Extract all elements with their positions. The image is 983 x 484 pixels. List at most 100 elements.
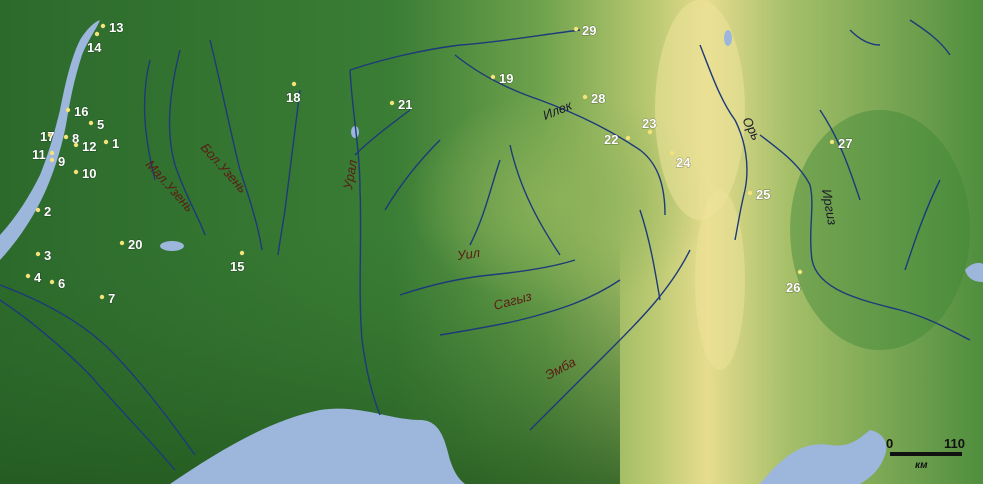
site-marker: 18 <box>286 81 301 106</box>
mal-uzen-river <box>168 49 206 236</box>
site-label: 24 <box>676 155 691 170</box>
site-marker: 13 <box>100 20 124 36</box>
site-marker: 8 <box>63 131 80 147</box>
site-dot <box>94 31 100 37</box>
akhtuba <box>0 299 176 471</box>
tributary-c <box>354 109 411 156</box>
tributary-e <box>469 159 501 246</box>
site-marker: 28 <box>582 91 606 107</box>
ilek-river <box>454 54 666 216</box>
site-label: 9 <box>58 154 65 169</box>
site-marker: 17 <box>40 129 55 145</box>
site-dot <box>103 139 109 145</box>
tributary-g <box>639 209 661 301</box>
site-marker: 1 <box>103 136 120 152</box>
volga-reservoir <box>0 20 100 260</box>
site-label: 7 <box>108 291 115 306</box>
site-dot <box>239 250 245 256</box>
site-label: 12 <box>82 139 96 154</box>
site-marker: 22 <box>604 132 631 148</box>
caspian-sea <box>170 408 465 484</box>
site-label: 28 <box>591 91 605 106</box>
river-label-irgiz: Иргиз <box>819 188 840 226</box>
site-dot <box>49 157 55 163</box>
site-dot <box>35 251 41 257</box>
site-label: 18 <box>286 90 300 105</box>
site-label: 2 <box>44 204 51 219</box>
site-marker: 24 <box>669 150 692 171</box>
site-label: 1 <box>112 136 119 151</box>
site-marker: 25 <box>747 187 771 203</box>
river-network <box>0 19 971 471</box>
site-marker: 3 <box>35 248 52 264</box>
tributary-d <box>384 139 441 211</box>
sagyz-river <box>439 279 621 336</box>
mugodzhar-south <box>695 190 745 370</box>
site-dot <box>582 94 588 100</box>
site-label: 16 <box>74 104 88 119</box>
site-label: 22 <box>604 132 618 147</box>
tributary-b <box>277 89 301 256</box>
ural-river <box>349 69 381 416</box>
site-label: 8 <box>72 131 79 146</box>
site-dot <box>99 294 105 300</box>
site-dot <box>25 273 31 279</box>
scale-end: 110 <box>944 436 965 451</box>
scale-line <box>890 452 962 456</box>
site-label: 27 <box>838 136 852 151</box>
tributary-f <box>509 144 561 256</box>
site-marker: 20 <box>119 237 143 253</box>
site-marker: 26 <box>786 269 803 296</box>
site-label: 3 <box>44 248 51 263</box>
site-label: 15 <box>230 259 244 274</box>
tributary-i <box>909 19 951 56</box>
site-dot <box>47 132 53 138</box>
tributary-h <box>849 29 881 46</box>
site-marker: 9 <box>49 154 66 170</box>
site-dot <box>63 134 69 140</box>
site-label: 5 <box>97 117 104 132</box>
site-dot <box>389 100 395 106</box>
site-marker: 12 <box>73 139 97 155</box>
site-marker: 10 <box>73 166 97 182</box>
site-marker: 5 <box>88 117 105 133</box>
emba-river <box>529 249 691 431</box>
site-dot <box>573 26 579 32</box>
site-dot <box>73 169 79 175</box>
site-marker: 21 <box>389 97 413 113</box>
site-marker: 14 <box>87 31 103 56</box>
site-dot <box>291 81 297 87</box>
site-label: 10 <box>82 166 96 181</box>
site-dot <box>647 129 653 135</box>
irgiz-river <box>759 134 971 341</box>
site-label: 26 <box>786 280 800 295</box>
site-marker: 29 <box>573 23 597 39</box>
site-label: 13 <box>109 20 123 35</box>
site-dot <box>669 150 675 156</box>
site-marker: 19 <box>490 71 514 87</box>
or-river <box>699 44 748 241</box>
sites-layer: 1234567891011121314151617181920212223242… <box>25 20 853 307</box>
tributary-a <box>143 59 156 181</box>
site-marker: 6 <box>49 276 66 292</box>
site-marker: 15 <box>230 250 245 275</box>
mugodzhar-north <box>655 0 745 220</box>
east-plain <box>790 110 970 350</box>
site-dot <box>49 150 55 156</box>
small-lake <box>160 241 184 251</box>
site-marker: 11 <box>32 147 55 163</box>
river-label-uil: Уил <box>455 245 481 263</box>
site-dot <box>119 240 125 246</box>
site-label: 25 <box>756 187 770 202</box>
site-marker: 7 <box>99 291 116 307</box>
bol-uzen-river <box>209 39 263 251</box>
scale-start: 0 <box>886 436 893 451</box>
scale-bar: 0 110 км <box>886 436 965 471</box>
site-marker: 4 <box>25 270 43 286</box>
scale-unit: км <box>915 460 928 471</box>
site-marker: 27 <box>829 136 853 152</box>
river-label-ural: Урал <box>340 158 360 192</box>
site-label: 29 <box>582 23 596 38</box>
site-label: 23 <box>642 116 656 131</box>
